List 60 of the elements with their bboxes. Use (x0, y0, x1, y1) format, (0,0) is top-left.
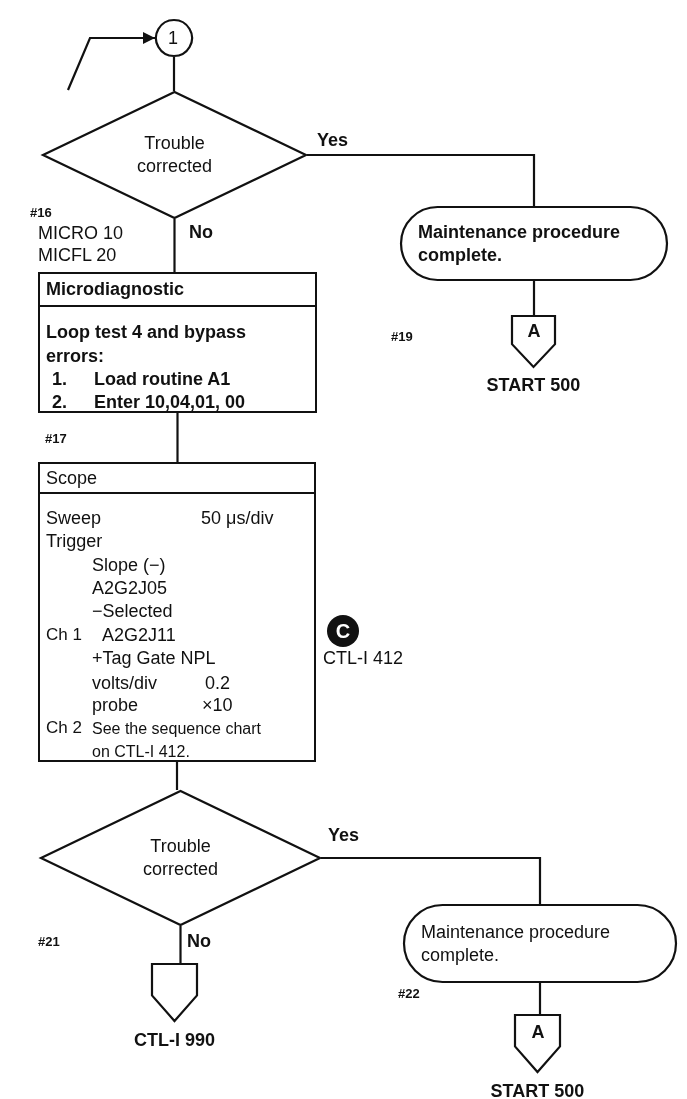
reference-text: MICRO 10 (38, 222, 124, 244)
connector-line (173, 219, 176, 272)
connector-caption: CTL-I 990 (134, 1029, 216, 1051)
reference-text: CTL-I 412 (323, 647, 404, 669)
connector-line (532, 281, 536, 315)
step-text: Load routine A1 (94, 368, 231, 390)
step-text: Trigger (46, 530, 103, 552)
decision-diamond (40, 790, 321, 926)
connector-line (538, 983, 542, 1014)
connector-line (179, 926, 182, 963)
off-page-connector (511, 315, 556, 368)
step-text: A2G2J05 (92, 577, 168, 599)
step-text: 50 μs/div (201, 507, 274, 529)
step-text: See the sequence chart on CTL-I 412. (92, 719, 262, 762)
step-number: #19 (391, 328, 413, 346)
connector-line (172, 57, 176, 91)
step-number: #21 (38, 933, 60, 951)
reference-marker: C (327, 615, 359, 647)
step-number: #17 (45, 430, 67, 448)
connector-line (175, 762, 179, 790)
section-header: Scope (40, 464, 314, 494)
process-box (38, 462, 316, 762)
connector-letter: 1 (168, 27, 178, 49)
step-text: Slope (−) (92, 554, 166, 576)
step-text: ×10 (202, 694, 233, 716)
step-text: probe (92, 694, 139, 716)
connector-caption: START 500 (486, 374, 581, 396)
decision-text: Trouble corrected (135, 132, 213, 178)
connector-caption: START 500 (490, 1080, 585, 1099)
step-text: volts/div (92, 672, 158, 694)
connector-line (307, 153, 536, 206)
step-number: #22 (398, 985, 420, 1003)
step-number: #16 (30, 204, 52, 222)
connector-letter: A (531, 1020, 545, 1043)
step-text: Sweep (46, 507, 102, 529)
step-text: Enter 10,04,01, 00 (94, 391, 246, 413)
step-text: −Selected (92, 600, 173, 622)
terminal-box (400, 206, 668, 281)
decision-text: Trouble corrected (141, 835, 219, 881)
connector-line (176, 413, 179, 462)
connector-letter: A (527, 319, 541, 342)
step-text: A2G2J11 (102, 624, 176, 646)
step-text: 1. (52, 368, 67, 390)
step-text: Ch 2 (46, 717, 82, 739)
step-text: 2. (52, 391, 67, 413)
terminal-text: Maintenance procedure complete. (418, 220, 622, 267)
section-header: Microdiagnostic (40, 274, 315, 307)
off-page-connector (514, 1014, 561, 1073)
reference-text: MICFL 20 (38, 244, 117, 266)
connector-line (67, 32, 155, 91)
step-text: +Tag Gate NPL (92, 647, 216, 669)
process-box (38, 272, 317, 413)
terminal-box (403, 904, 677, 983)
terminal-text: Maintenance procedure complete. (421, 920, 612, 967)
step-text: Ch 1 (46, 624, 82, 646)
connector-line (321, 856, 542, 904)
step-text: Loop test 4 and bypass errors: (46, 321, 248, 368)
off-page-connector (151, 963, 198, 1022)
connector-circle (155, 19, 193, 57)
step-text: 0.2 (205, 672, 231, 694)
